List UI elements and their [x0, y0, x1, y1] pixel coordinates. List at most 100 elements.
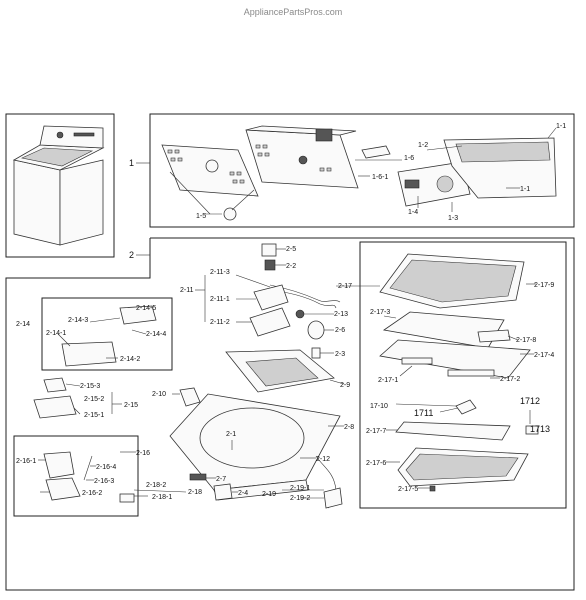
label-2-13: 2-13 [334, 311, 348, 318]
rear-housing-slot [455, 141, 551, 163]
washer-front-face [13, 159, 61, 246]
label-2-16-4: 2-16-4 [96, 464, 116, 471]
group-1-leaders [169, 127, 557, 215]
water-valve [261, 243, 286, 271]
label-2-1: 2-1 [226, 431, 236, 438]
label-1711: 1711 [414, 408, 433, 418]
label-1-5: 1-5 [196, 213, 206, 220]
pcb-chip [404, 179, 420, 189]
label-2-18-1: 2-18-1 [152, 494, 172, 501]
label-1-2: 1-2 [418, 142, 428, 149]
sub-box-2-16 [13, 435, 139, 517]
washer-backsplash [39, 125, 104, 149]
label-2-18-2: 2-18-2 [146, 482, 166, 489]
washer-knob [56, 131, 64, 139]
lid-glass [389, 259, 517, 303]
top-cover-2-1 [169, 393, 344, 501]
label-2-19-1: 2-19-1 [290, 485, 310, 492]
group-1-frame [149, 113, 575, 228]
pcb-assembly [397, 161, 471, 207]
filter-tray [249, 307, 291, 337]
group-2-main-assembly: 2 2-5 2-2 2-11-3 2-11 [5, 237, 575, 591]
parts-2-16 [38, 451, 136, 501]
label-2-16-3: 2-16-3 [94, 478, 114, 485]
dispenser-drawer [61, 341, 117, 367]
label-2-11-1: 2-11-1 [210, 296, 230, 303]
filter-box [253, 284, 289, 311]
part-2-7 [189, 473, 207, 481]
lid-leaders [336, 283, 536, 489]
control-bracket [361, 145, 391, 159]
label-2-5: 2-5 [286, 246, 296, 253]
label-1-1-bottom: 1-1 [520, 186, 530, 193]
label-17-10: 17-10 [370, 403, 388, 410]
washer-overview [5, 113, 115, 258]
sub-box-2-17 [359, 241, 567, 509]
dispenser-rail-channel [245, 357, 319, 387]
label-2-4: 2-4 [238, 490, 248, 497]
label-2-14: 2-14 [16, 321, 30, 328]
lid-assembly [379, 253, 539, 492]
dispenser-cups-2-15 [33, 377, 122, 419]
label-2-16: 2-16 [136, 450, 150, 457]
label-1-1-top: 1-1 [556, 123, 566, 130]
label-2-6: 2-6 [335, 327, 345, 334]
label-2-17-9: 2-17-9 [534, 282, 554, 289]
washer-thumbnail-frame [5, 113, 115, 258]
label-2-14-1: 2-14-1 [46, 330, 66, 337]
label-2-17-7: 2-17-7 [366, 428, 386, 435]
sub-box-2-14 [41, 297, 173, 371]
label-1-4: 1-4 [408, 209, 418, 216]
label-1713: 1713 [530, 424, 550, 434]
label-2-14-5: 2-14-5 [136, 305, 156, 312]
group-2-label: 2 [129, 250, 134, 260]
group-1-label: 1 [129, 158, 134, 168]
knob-icon [223, 207, 237, 221]
label-2-18: 2-18 [188, 489, 202, 496]
group-1-control-panel: 1 [129, 113, 575, 228]
label-2-11: 2-11 [180, 287, 194, 294]
label-2-19: 2-19 [262, 491, 276, 498]
pcb-knob-socket [436, 175, 454, 193]
label-2-14-2: 2-14-2 [120, 356, 140, 363]
washer-display [73, 132, 95, 137]
control-panel-buttons-mid [255, 144, 332, 172]
label-2-15-2: 2-15-2 [84, 396, 104, 403]
lid-cover-inner [405, 453, 519, 481]
control-board-chip [315, 128, 333, 142]
label-1-6: 1-6 [404, 155, 414, 162]
pump-components [295, 309, 334, 359]
label-1-3: 1-3 [448, 215, 458, 222]
label-2-17-3: 2-17-3 [370, 309, 390, 316]
label-2-17-4: 2-17-4 [534, 352, 554, 359]
label-2-17-5: 2-17-5 [398, 486, 418, 493]
label-2-17-8: 2-17-8 [516, 337, 536, 344]
watermark-text: AppliancePartsPros.com [244, 7, 343, 17]
label-2-19-2: 2-19-2 [290, 495, 310, 502]
label-2-15-1: 2-15-1 [84, 412, 104, 419]
part-2-19 [323, 487, 343, 509]
part-2-10 [179, 387, 201, 407]
label-2-11-3: 2-11-3 [210, 269, 230, 276]
label-2-17-2: 2-17-2 [500, 376, 520, 383]
label-2-15: 2-15 [124, 402, 138, 409]
part-2-4 [213, 483, 233, 501]
label-2-17-6: 2-17-6 [366, 460, 386, 467]
group-2-frame [5, 237, 575, 591]
label-2-12: 2-12 [316, 456, 330, 463]
tub-opening [199, 407, 305, 469]
label-2-14-4: 2-14-4 [146, 331, 166, 338]
label-2-3: 2-3 [335, 351, 345, 358]
label-1-6-1: 1-6-1 [372, 174, 388, 181]
label-1712: 1712 [520, 396, 540, 406]
control-panel-buttons-left [167, 149, 245, 184]
label-2-16-1: 2-16-1 [16, 458, 36, 465]
label-2-15-3: 2-15-3 [80, 383, 100, 390]
label-2-7: 2-7 [216, 476, 226, 483]
wire-harness [195, 274, 341, 337]
label-2-11-2: 2-11-2 [210, 319, 230, 326]
label-2-14-3: 2-14-3 [68, 317, 88, 324]
washer-lid [21, 147, 94, 167]
label-2-17: 2-17 [338, 283, 352, 290]
washer-side-face [59, 159, 104, 246]
